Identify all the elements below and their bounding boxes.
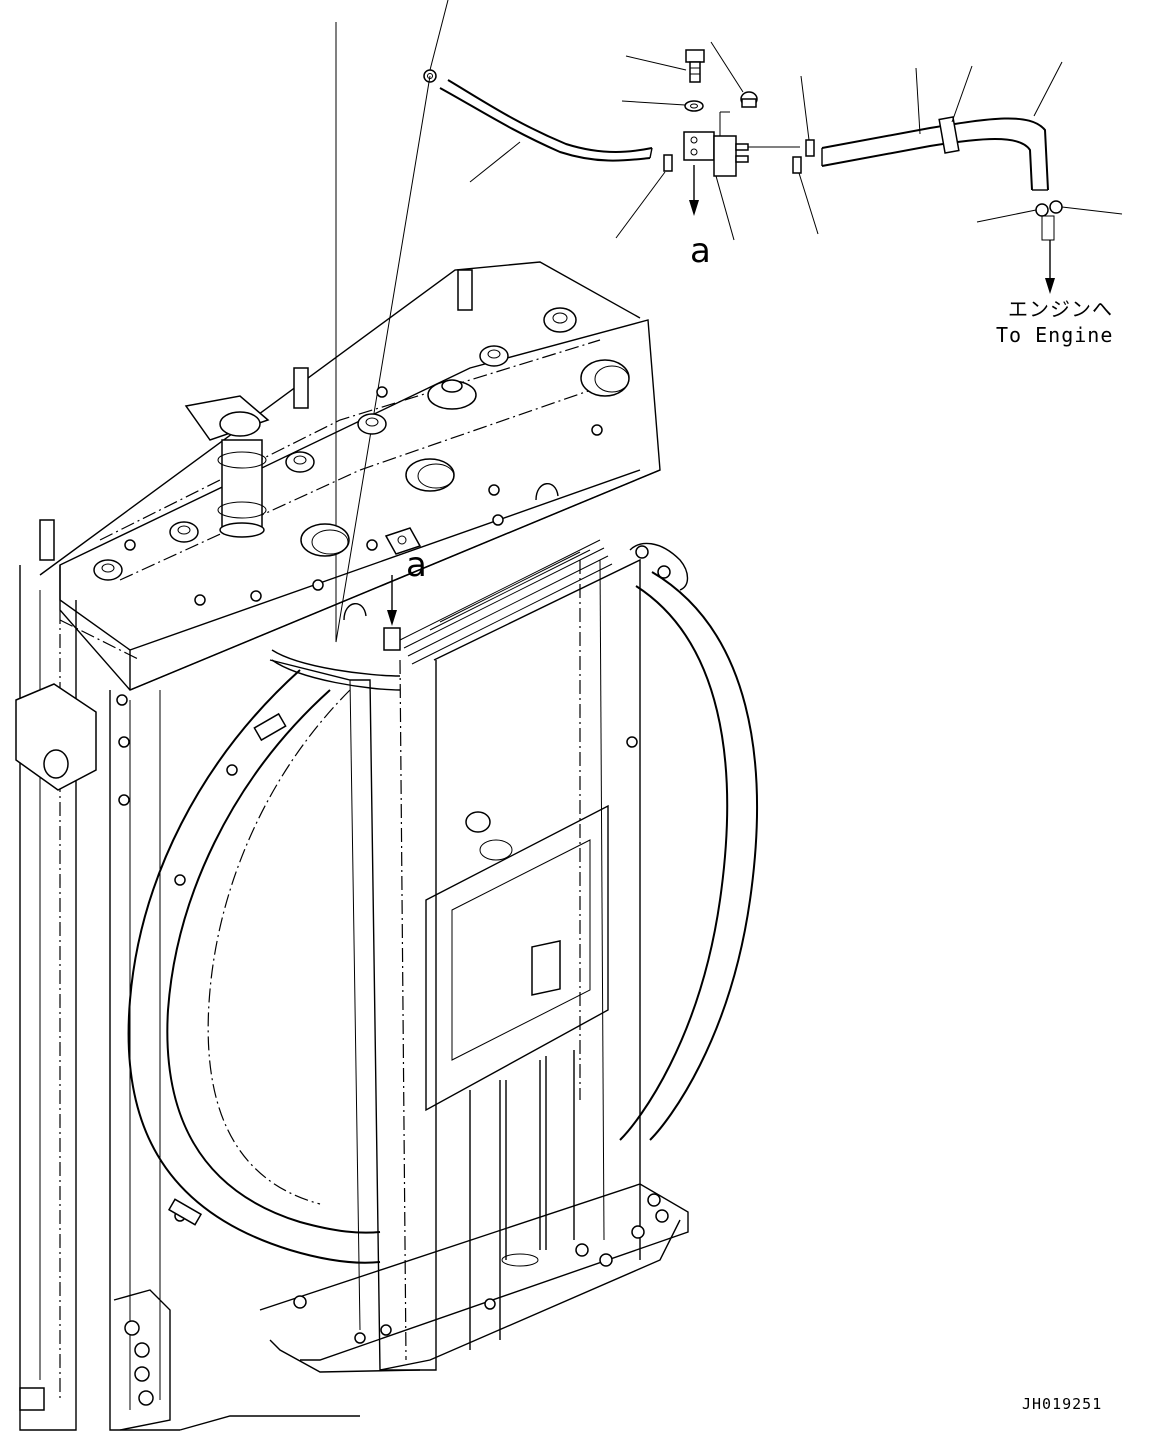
radiator-assembly: a [15, 261, 758, 1431]
drawing-code: JH019251 [1022, 1395, 1102, 1413]
pipe-stub-3 [580, 359, 630, 397]
filler-neck-assembly [184, 395, 270, 538]
mount-boss-4 [357, 413, 387, 435]
band-clamp [938, 116, 960, 154]
hose-clip-2 [805, 139, 815, 157]
hose-clip-3 [792, 156, 802, 174]
joint-block [683, 111, 800, 177]
direction-label-jp: エンジンへ [1008, 297, 1113, 321]
engine-side-clamp [1035, 200, 1063, 241]
leader-joint [715, 175, 735, 241]
top-post-mid [293, 367, 309, 409]
hose-clip-1 [663, 154, 673, 172]
top-tank-outline [59, 319, 661, 691]
hose-curve-left-lower [447, 79, 653, 153]
leader-clamp-left [429, 0, 449, 71]
top-post-right [457, 269, 473, 311]
leader-bolt [625, 55, 687, 71]
leader-long-line [335, 22, 431, 643]
lower-hose-right-loop [619, 542, 758, 1141]
top-post-left [39, 519, 55, 561]
hose-right-outer [821, 117, 1049, 191]
lower-hose-left-loop [127, 669, 381, 1264]
pipe-stub-2 [405, 458, 455, 492]
mount-boss-2 [169, 521, 199, 543]
detail-a-label-main: a [406, 545, 427, 585]
upper-hose-assembly: a エンジンへ To Engine [335, 0, 1123, 643]
lifting-hook-1 [343, 603, 367, 621]
hose-curve-left-upper [439, 87, 651, 162]
leader-cap [710, 41, 744, 93]
left-side-frame [15, 565, 97, 1431]
hose-right-inner [821, 138, 1033, 191]
mount-boss-5 [479, 345, 509, 367]
detail-a-label-top: a [690, 231, 711, 271]
leader-washer [621, 100, 686, 106]
clip-detail-a [383, 627, 401, 651]
lifting-hook-2 [535, 483, 559, 501]
direction-label-en: To Engine [996, 323, 1113, 347]
core-fins [399, 539, 613, 665]
center-hose-loop [271, 649, 401, 691]
bolt-part [685, 49, 705, 83]
bracket-a [384, 527, 422, 555]
washer-part [684, 100, 704, 112]
pipe-stub-1 [300, 523, 350, 557]
core-plate-panel [425, 804, 609, 1112]
mount-boss-3 [285, 451, 315, 473]
mount-boss-6 [543, 307, 577, 333]
radiator-cap [427, 379, 477, 410]
leader-hose-left [469, 141, 521, 183]
cap-part [740, 91, 758, 108]
bottom-base [179, 1183, 689, 1431]
bottom-left-bolts [113, 1289, 171, 1431]
mount-boss-1 [93, 559, 123, 581]
